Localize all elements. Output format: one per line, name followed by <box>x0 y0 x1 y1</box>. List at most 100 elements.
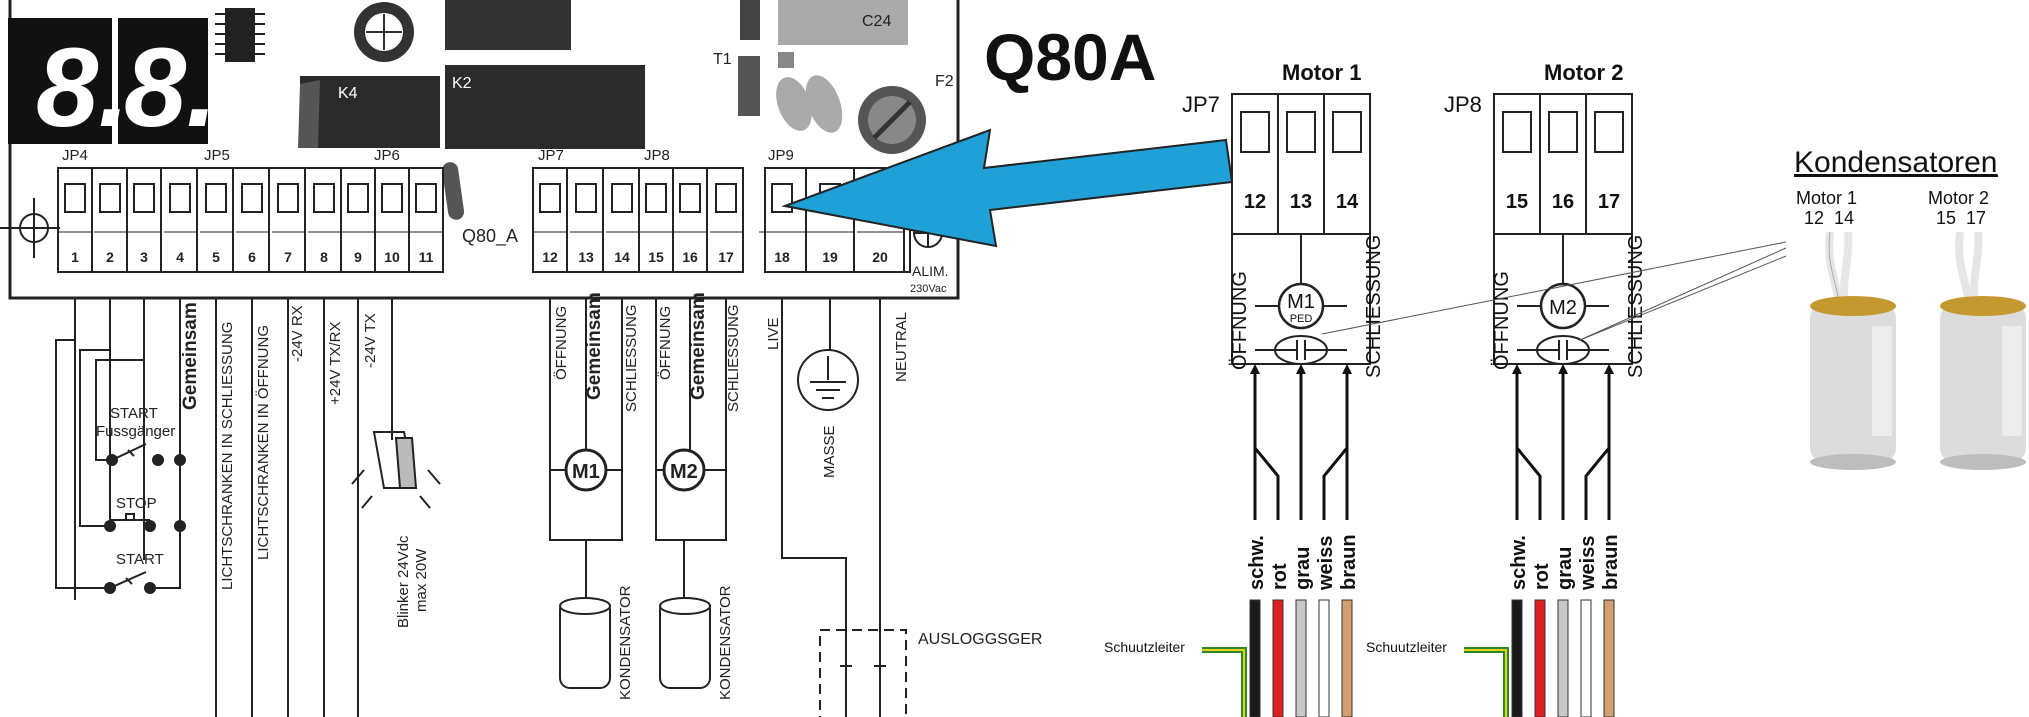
wire-4 <box>1603 599 1615 717</box>
label-t20: NEUTRAL <box>893 312 910 382</box>
wire-label-3: weiss <box>1315 536 1337 591</box>
terminal-3: 3 <box>128 168 162 272</box>
label-t14: SCHLIESSUNG <box>623 304 640 412</box>
terminal-6: 6 <box>236 168 270 272</box>
ic-chip <box>215 8 265 62</box>
wire-label-1: rot <box>1531 563 1553 590</box>
relay-k2-label: K2 <box>452 75 472 92</box>
terminal-number: 18 <box>774 249 790 265</box>
wire-label-0: schw. <box>1508 535 1530 590</box>
blinker-label-1: Blinker 24Vdc <box>395 535 412 628</box>
wire-label-4: braun <box>1600 534 1622 590</box>
terminal-number: 15 <box>648 249 664 265</box>
terminal-15: 15 <box>640 168 674 272</box>
detail-terminal: 17 <box>1598 191 1620 213</box>
display-digit-2: 8. <box>124 25 217 150</box>
jp-label: JP7 <box>1182 92 1220 117</box>
terminal-number: 9 <box>354 249 362 265</box>
label-t18: LIVE <box>765 317 782 350</box>
switches: START Fussgänger STOP START <box>96 405 186 594</box>
label-t4: Gemeinsam <box>180 302 201 410</box>
seven-segment-display: 8. 8. <box>8 18 217 150</box>
label-t7: -24V RX <box>289 305 306 362</box>
capacitor-2-photo <box>1940 231 2026 470</box>
label-t6: LICHTSCHRANKEN IN ÖFFNUNG <box>254 325 272 560</box>
wire-1 <box>1534 599 1546 717</box>
wire-label-4: braun <box>1338 534 1360 590</box>
label-t5: LICHTSCHRANKEN IN SCHLIESSUNG <box>219 322 236 590</box>
terminal-number: 16 <box>682 249 698 265</box>
detail-motor-symbol: M2 <box>1549 297 1577 319</box>
detail-terminal: 16 <box>1552 191 1574 213</box>
transformer-components: T1 C24 F2 <box>713 0 954 154</box>
terminal-number: 11 <box>419 249 434 265</box>
connector-jp6: JP6 <box>374 147 400 164</box>
label-t9: -24V TX <box>362 313 379 368</box>
wire-label-2: grau <box>1292 547 1314 590</box>
terminal-7: 7 <box>272 168 306 272</box>
terminal-number: 8 <box>320 249 328 265</box>
ausloggsger-label: AUSLOGGSGER <box>918 631 1042 648</box>
schutzleiter-label: Schuutzleiter <box>1104 639 1185 655</box>
wire-2 <box>1557 599 1569 717</box>
cap-motor-1-pins: 12 14 <box>1804 208 1854 228</box>
masse-label: MASSE <box>821 425 838 478</box>
board-motor-1: M1 KONDENSATOR <box>559 448 634 700</box>
wire-1 <box>1272 599 1284 717</box>
wire-3 <box>1318 599 1330 717</box>
terminal-14: 14 <box>606 168 640 272</box>
terminal-number: 10 <box>384 249 400 265</box>
detail-terminal: 12 <box>1244 191 1266 213</box>
wire-label-1: rot <box>1269 563 1291 590</box>
alim-voltage: 230Vac <box>910 283 947 295</box>
terminal-number: 12 <box>542 249 558 265</box>
terminal-number: 19 <box>822 249 838 265</box>
jp-label: JP8 <box>1444 92 1482 117</box>
switch-start-label: START <box>116 551 164 568</box>
switch-start-ped-label-2: Fussgänger <box>96 423 175 440</box>
terminal-number: 17 <box>718 249 734 265</box>
wire-label-3: weiss <box>1577 536 1599 591</box>
page-title: Q80A <box>984 20 1156 94</box>
switch-stop-label: STOP <box>116 495 157 512</box>
capacitor-1-photo <box>1810 231 1896 470</box>
wire-2 <box>1295 599 1307 717</box>
oeffnung-label: ÖFFNUNG <box>1491 271 1513 370</box>
label-t17: SCHLIESSUNG <box>725 304 742 412</box>
board-wires <box>55 298 881 717</box>
motor-title: Motor 2 <box>1544 60 1623 85</box>
display-digit-1: 8. <box>36 25 129 150</box>
terminal-5: 5 <box>200 168 234 272</box>
wire-3 <box>1580 599 1592 717</box>
terminal-number: 20 <box>872 249 888 265</box>
connector-jp9: JP9 <box>768 147 794 164</box>
terminal-10: 10 <box>376 168 410 272</box>
kondensator-1-label: KONDENSATOR <box>617 585 634 700</box>
terminal-13: 13 <box>570 168 604 272</box>
wire-label-2: grau <box>1554 547 1576 590</box>
terminal-12: 12 <box>534 168 568 272</box>
kondensator-2-label: KONDENSATOR <box>717 585 734 700</box>
terminal-8: 8 <box>308 168 342 272</box>
switch-start-ped-label-1: START <box>110 405 158 422</box>
terminal-number: 14 <box>614 249 630 265</box>
board-motor-1-label: M1 <box>572 461 600 483</box>
terminal-1: 1 <box>59 168 93 272</box>
terminal-17: 17 <box>710 168 744 272</box>
terminal-4: 4 <box>164 168 198 272</box>
connector-jp8: JP8 <box>644 147 670 164</box>
oeffnung-label: ÖFFNUNG <box>1229 271 1251 370</box>
pointer-arrow <box>781 128 1234 248</box>
detail-motor-symbol: M1 <box>1287 291 1315 313</box>
terminal-number: 7 <box>284 249 292 265</box>
terminal-9: 9 <box>342 168 376 272</box>
wire-0 <box>1511 599 1523 717</box>
crystal-component <box>354 2 414 62</box>
terminal-number: 5 <box>212 249 220 265</box>
connector-jp7: JP7 <box>538 147 564 164</box>
c24-label: C24 <box>862 13 891 30</box>
terminal-16: 16 <box>674 168 708 272</box>
